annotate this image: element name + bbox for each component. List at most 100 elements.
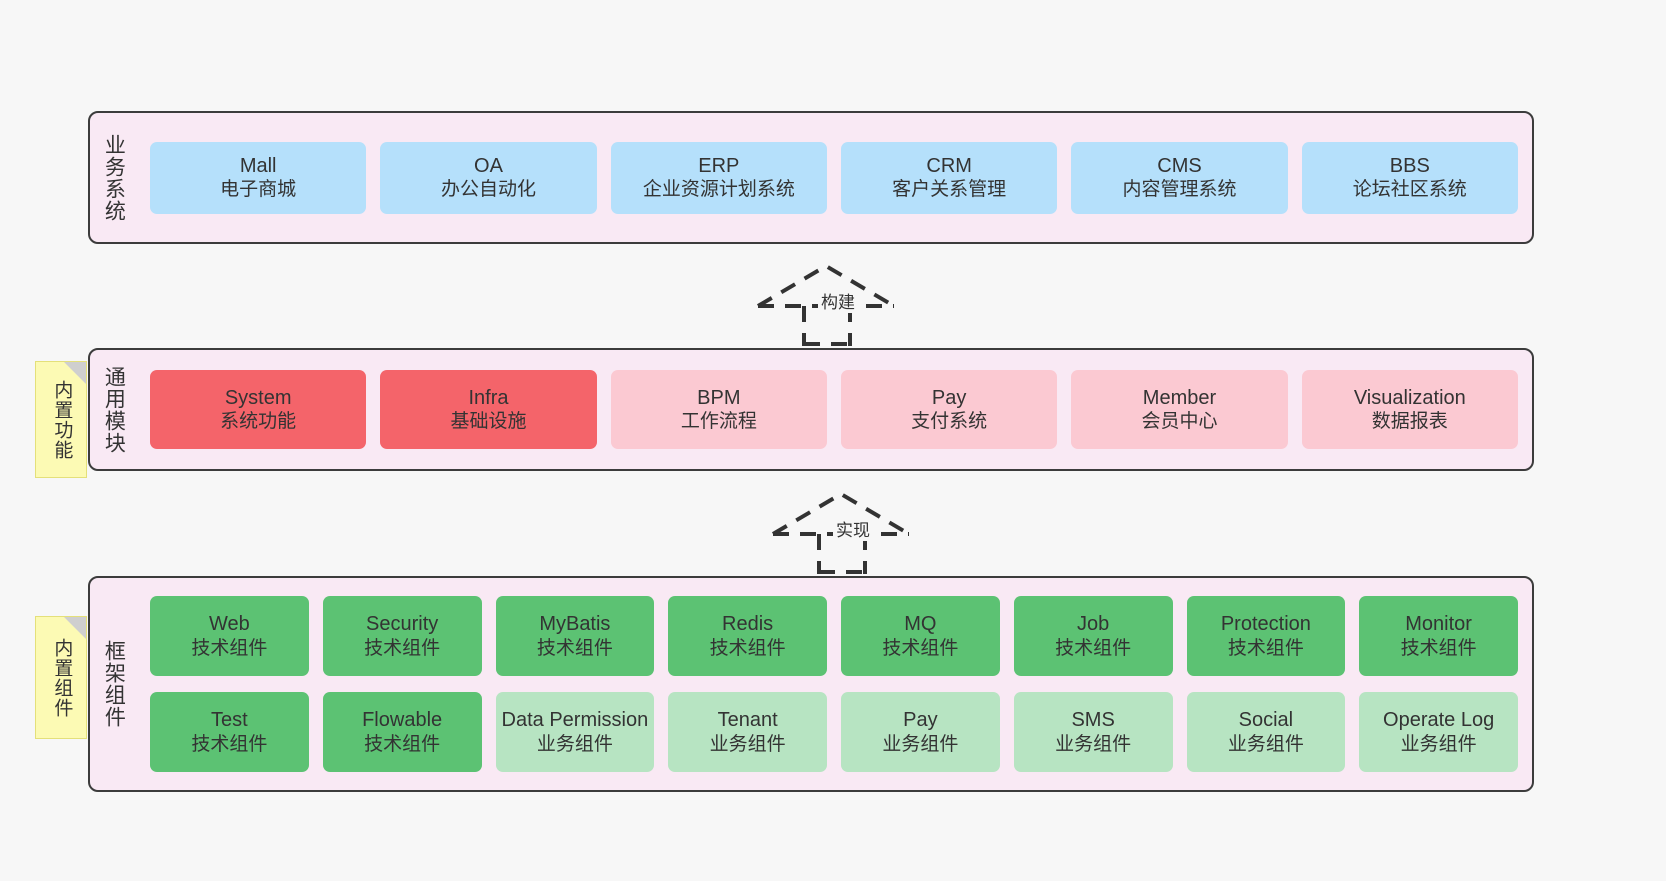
- connector-label-build: 构建: [818, 288, 858, 313]
- card-subtitle: 业务组件: [1400, 733, 1477, 755]
- card-bbs[interactable]: BBS 论坛社区系统: [1301, 141, 1518, 214]
- common-modules-row: System 系统功能 Infra 基础设施 BPM 工作流程 Pay 支付系统…: [150, 370, 1518, 449]
- note-label: 内置组件: [51, 637, 73, 718]
- card-mq[interactable]: MQ 技术组件: [841, 596, 1000, 676]
- card-tenant[interactable]: Tenant 业务组件: [668, 692, 827, 772]
- card-subtitle: 论坛社区系统: [1352, 179, 1467, 201]
- card-erp[interactable]: ERP 企业资源计划系统: [610, 141, 827, 214]
- card-subtitle: 业务组件: [709, 733, 786, 755]
- card-subtitle: 技术组件: [1055, 637, 1132, 659]
- card-redis[interactable]: Redis 技术组件: [668, 596, 827, 676]
- card-subtitle: 内容管理系统: [1122, 179, 1237, 201]
- card-subtitle: 技术组件: [709, 637, 786, 659]
- card-social[interactable]: Social 业务组件: [1186, 692, 1346, 772]
- card-title: OA: [474, 154, 503, 177]
- card-subtitle: 技术组件: [191, 637, 268, 659]
- card-subtitle: 技术组件: [1400, 637, 1477, 659]
- layer-common-modules: 通用模块 System 系统功能 Infra 基础设施 BPM 工作流程 Pay…: [88, 348, 1534, 471]
- note-built-in-features: 内置功能: [35, 361, 87, 478]
- card-subtitle: 业务组件: [882, 733, 959, 755]
- card-title: MQ: [904, 613, 937, 636]
- card-pay[interactable]: Pay 支付系统: [840, 370, 1058, 449]
- card-operate-log[interactable]: Operate Log 业务组件: [1359, 692, 1518, 772]
- card-subtitle: 会员中心: [1141, 411, 1218, 433]
- card-system[interactable]: System 系统功能: [150, 370, 367, 449]
- framework-components-row-2: Test 技术组件 Flowable 技术组件 Data Permission …: [150, 692, 1518, 772]
- card-mall[interactable]: Mall 电子商城: [150, 141, 367, 214]
- card-visualization[interactable]: Visualization 数据报表: [1301, 370, 1518, 449]
- card-protection[interactable]: Protection 技术组件: [1186, 596, 1346, 676]
- connector-build: 构建: [740, 254, 940, 346]
- card-infra[interactable]: Infra 基础设施: [380, 370, 597, 449]
- card-subtitle: 电子商城: [220, 179, 297, 201]
- card-title: Infra: [468, 386, 509, 409]
- card-title: Tenant: [717, 709, 778, 732]
- connector-implement: 实现: [755, 482, 955, 574]
- layer-title-framework-components: 框架组件: [102, 640, 126, 728]
- card-sms[interactable]: SMS 业务组件: [1013, 692, 1173, 772]
- card-subtitle: 支付系统: [911, 411, 988, 433]
- card-bpm[interactable]: BPM 工作流程: [610, 370, 827, 449]
- card-subtitle: 技术组件: [536, 637, 613, 659]
- layer-title-common-modules: 通用模块: [102, 365, 126, 454]
- card-subtitle: 基础设施: [450, 411, 527, 433]
- card-title: Social: [1238, 709, 1294, 732]
- card-security[interactable]: Security 技术组件: [322, 596, 482, 676]
- card-member[interactable]: Member 会员中心: [1071, 370, 1288, 449]
- card-title: Pay: [931, 386, 967, 409]
- card-title: MyBatis: [539, 613, 611, 636]
- card-flowable[interactable]: Flowable 技术组件: [322, 692, 482, 772]
- card-title: Security: [366, 613, 439, 636]
- card-test[interactable]: Test 技术组件: [150, 692, 309, 772]
- card-title: Web: [208, 613, 250, 636]
- card-job[interactable]: Job 技术组件: [1013, 596, 1173, 676]
- note-label: 内置功能: [51, 379, 73, 460]
- card-subtitle: 客户关系管理: [892, 179, 1007, 201]
- card-subtitle: 系统功能: [220, 411, 297, 433]
- card-pay-business[interactable]: Pay 业务组件: [841, 692, 1000, 772]
- card-title: Flowable: [362, 709, 443, 732]
- card-title: CRM: [926, 154, 972, 177]
- business-systems-row: Mall 电子商城 OA 办公自动化 ERP 企业资源计划系统 CRM 客户关系…: [150, 141, 1518, 214]
- page-fold-corner-icon: [64, 617, 86, 639]
- layer-title-business-systems: 业务系统: [102, 133, 126, 222]
- layer-body-business-systems: Mall 电子商城 OA 办公自动化 ERP 企业资源计划系统 CRM 客户关系…: [136, 113, 1532, 242]
- card-oa[interactable]: OA 办公自动化: [380, 141, 597, 214]
- card-subtitle: 技术组件: [1227, 637, 1304, 659]
- card-title: System: [224, 386, 292, 409]
- card-title: Mall: [239, 154, 277, 177]
- card-subtitle: 业务组件: [1227, 733, 1304, 755]
- card-title: Protection: [1220, 613, 1311, 636]
- card-title: Job: [1077, 613, 1110, 636]
- card-title: Member: [1142, 386, 1217, 409]
- card-title: BPM: [697, 386, 741, 409]
- card-web[interactable]: Web 技术组件: [150, 596, 309, 676]
- card-title: Operate Log: [1383, 709, 1495, 732]
- page-fold-corner-icon: [64, 362, 86, 384]
- note-built-in-components: 内置组件: [35, 616, 87, 739]
- card-mybatis[interactable]: MyBatis 技术组件: [495, 596, 655, 676]
- card-monitor[interactable]: Monitor 技术组件: [1359, 596, 1518, 676]
- card-title: BBS: [1389, 154, 1430, 177]
- card-subtitle: 业务组件: [1055, 733, 1132, 755]
- card-crm[interactable]: CRM 客户关系管理: [840, 141, 1058, 214]
- card-cms[interactable]: CMS 内容管理系统: [1071, 141, 1288, 214]
- connector-label-implement: 实现: [833, 516, 873, 541]
- layer-framework-components: 框架组件 Web 技术组件 Security 技术组件 MyBatis 技术组件…: [88, 576, 1534, 792]
- card-subtitle: 业务组件: [536, 733, 613, 755]
- card-subtitle: 技术组件: [364, 733, 441, 755]
- card-subtitle: 企业资源计划系统: [642, 179, 795, 201]
- card-title: Test: [211, 709, 248, 732]
- card-subtitle: 技术组件: [882, 637, 959, 659]
- layer-body-framework-components: Web 技术组件 Security 技术组件 MyBatis 技术组件 Redi…: [136, 578, 1532, 790]
- card-data-permission[interactable]: Data Permission 业务组件: [495, 692, 655, 772]
- card-title: ERP: [698, 154, 740, 177]
- card-subtitle: 办公自动化: [440, 179, 536, 201]
- framework-components-row-1: Web 技术组件 Security 技术组件 MyBatis 技术组件 Redi…: [150, 596, 1518, 676]
- layer-business-systems: 业务系统 Mall 电子商城 OA 办公自动化 ERP 企业资源计划系统 CRM…: [88, 111, 1534, 244]
- card-subtitle: 技术组件: [191, 733, 268, 755]
- card-title: SMS: [1071, 709, 1115, 732]
- card-subtitle: 技术组件: [364, 637, 441, 659]
- card-subtitle: 工作流程: [680, 411, 757, 433]
